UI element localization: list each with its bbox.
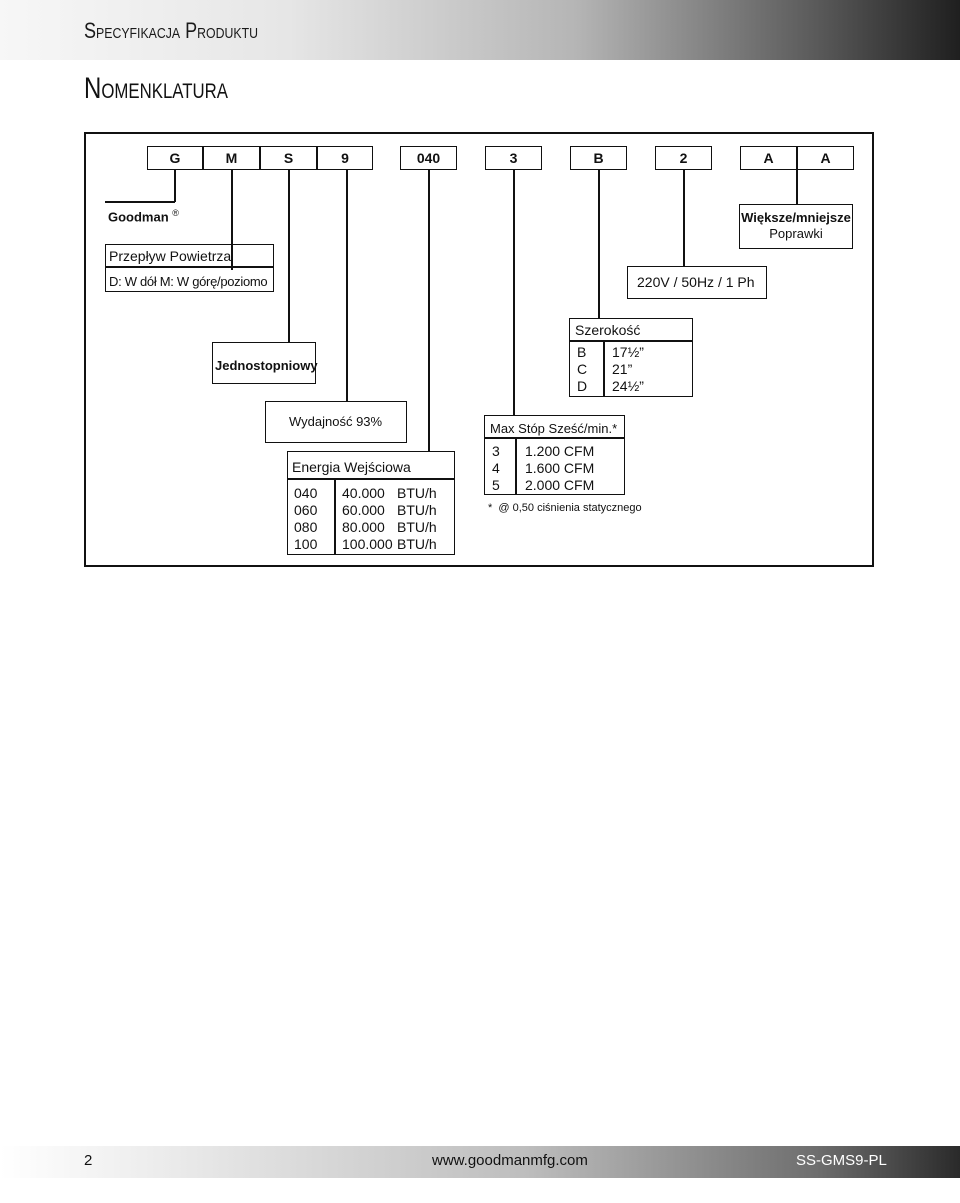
width-table-col-divider	[603, 340, 605, 397]
input-value: 40.000	[342, 485, 385, 501]
connector-a	[796, 170, 798, 204]
code-box-2: 2	[655, 146, 712, 170]
footer-doc-id: SS-GMS9-PL	[796, 1152, 887, 1169]
connector-040	[428, 170, 430, 451]
width-value: 24½”	[612, 378, 644, 394]
header-title: Specyfikacja Produktu	[84, 18, 258, 43]
width-value: 17½”	[612, 344, 644, 360]
electrical-box	[627, 266, 767, 299]
input-value: 80.000	[342, 519, 385, 535]
code-box-s: S	[260, 146, 317, 170]
efficiency-label: Wydajność 93%	[289, 414, 383, 429]
connector-b	[598, 170, 600, 318]
input-code: 060	[294, 502, 318, 518]
cfm-value: 1.200 CFM	[525, 443, 595, 459]
width-code: D	[577, 378, 588, 394]
input-code: 100	[294, 536, 318, 552]
goodman-label: Goodman ®	[108, 208, 179, 225]
connector-9	[346, 170, 348, 402]
cfm-code: 5	[492, 477, 500, 493]
input-code: 040	[294, 485, 318, 501]
section-title: Nomenklatura	[84, 72, 228, 105]
code-box-3: 3	[485, 146, 542, 170]
connector-s	[288, 170, 290, 343]
input-unit: BTU/h	[397, 519, 437, 535]
input-value: 60.000	[342, 502, 385, 518]
width-table-title: Szerokość	[575, 322, 641, 338]
stage-box	[212, 342, 316, 384]
airflow-box	[105, 244, 274, 292]
code-box-b: B	[570, 146, 627, 170]
code-box-a1: A	[740, 146, 797, 170]
footer-url[interactable]: www.goodmanmfg.com	[432, 1152, 588, 1169]
code-box-040: 040	[400, 146, 457, 170]
code-box-9: 9	[317, 146, 373, 170]
header-bar	[0, 0, 960, 60]
code-box-a2: A	[797, 146, 854, 170]
width-table	[569, 318, 693, 397]
width-table-divider	[569, 340, 693, 342]
connector-2	[683, 170, 685, 266]
goodman-rule	[105, 201, 175, 203]
connector-g	[174, 170, 176, 202]
stage-label: Jednostopniowy	[215, 358, 318, 373]
footer-page-number: 2	[84, 1152, 93, 1169]
input-unit: BTU/h	[397, 502, 437, 518]
cfm-table-col-divider	[515, 437, 517, 495]
code-box-g: G	[147, 146, 203, 170]
input-table-divider	[287, 478, 455, 480]
electrical-label: 220V / 50Hz / 1 Ph	[637, 274, 755, 290]
revisions-line2: Poprawki	[769, 226, 823, 241]
input-table-col-divider	[334, 478, 336, 555]
width-code: C	[577, 361, 588, 377]
input-unit: BTU/h	[397, 536, 437, 552]
input-unit: BTU/h	[397, 485, 437, 501]
revisions-box	[739, 204, 853, 249]
input-table	[287, 451, 455, 555]
revisions-line1: Większe/mniejsze	[741, 210, 851, 225]
input-value: 100.000	[342, 536, 393, 552]
cfm-table-divider	[484, 437, 625, 439]
cfm-value: 2.000 CFM	[525, 477, 595, 493]
connector-m	[231, 170, 233, 270]
connector-3	[513, 170, 515, 415]
efficiency-box	[265, 401, 407, 443]
cfm-table	[484, 415, 625, 495]
airflow-divider	[105, 266, 274, 268]
airflow-title: Przepływ Powietrza	[109, 248, 232, 264]
code-box-m: M	[203, 146, 260, 170]
cfm-code: 3	[492, 443, 500, 459]
input-table-title: Energia Wejściowa	[292, 459, 411, 475]
cfm-footnote: * @ 0,50 ciśnienia statycznego	[488, 502, 642, 514]
width-code: B	[577, 344, 587, 360]
input-code: 080	[294, 519, 318, 535]
cfm-value: 1.600 CFM	[525, 460, 595, 476]
nomenclature-frame	[84, 132, 874, 567]
registered-mark: ®	[172, 208, 179, 218]
cfm-code: 4	[492, 460, 500, 476]
footer-bar	[0, 1146, 960, 1178]
cfm-table-title: Max Stóp Sześć/min.*	[490, 421, 618, 436]
airflow-desc: D: W dół M: W górę/poziomo	[109, 274, 268, 289]
width-value: 21”	[612, 361, 633, 377]
